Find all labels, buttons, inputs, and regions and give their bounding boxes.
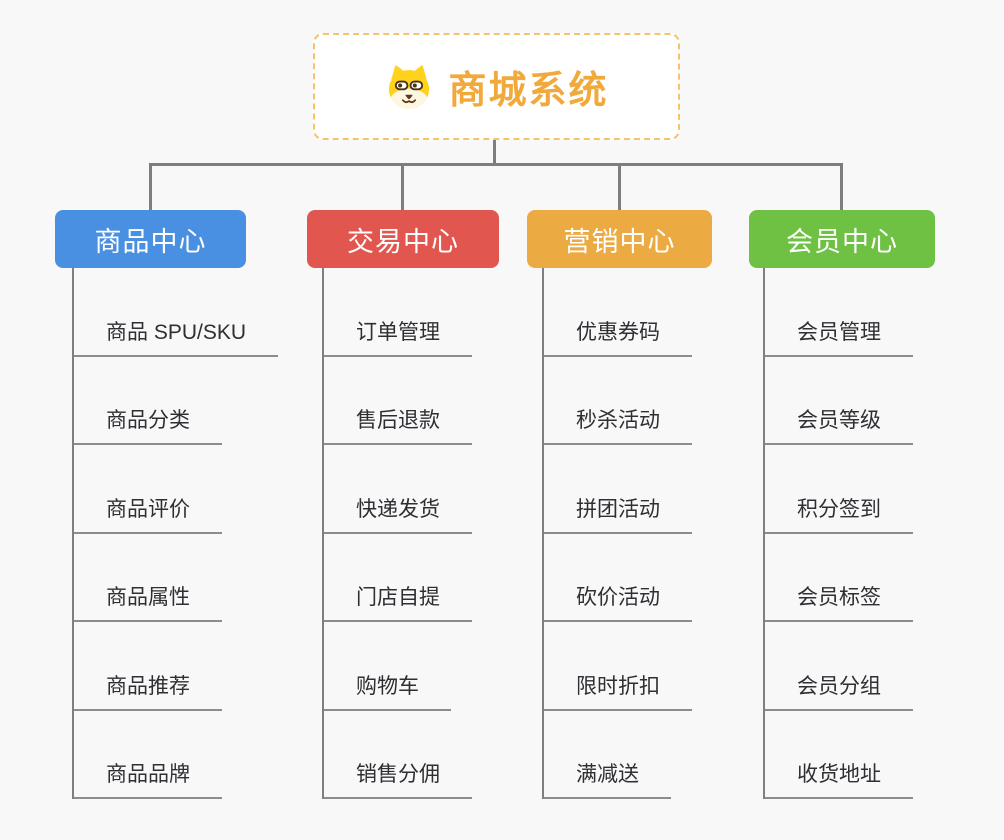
child-row: 砍价活动 xyxy=(544,534,692,622)
child-row: 销售分佣 xyxy=(324,711,472,799)
child-row: 会员等级 xyxy=(765,357,913,445)
branch-children-marketing: 优惠券码 秒杀活动 拼团活动 砍价活动 限时折扣 满减送 xyxy=(542,268,692,799)
child-node[interactable]: 订单管理 xyxy=(324,316,472,357)
child-row: 会员标签 xyxy=(765,534,913,622)
branch-children-product: 商品 SPU/SKU 商品分类 商品评价 商品属性 商品推荐 商品品牌 xyxy=(72,268,279,799)
connector-rail xyxy=(149,163,843,166)
child-row: 商品推荐 xyxy=(74,622,278,711)
connector-drop-marketing xyxy=(618,163,621,210)
child-row: 售后退款 xyxy=(324,357,472,445)
connector-drop-product xyxy=(149,163,152,210)
child-node[interactable]: 会员等级 xyxy=(765,404,913,445)
child-node[interactable]: 商品属性 xyxy=(74,581,222,622)
child-row: 快递发货 xyxy=(324,445,472,534)
child-row: 购物车 xyxy=(324,622,472,711)
root-node[interactable]: 商城系统 xyxy=(313,33,680,140)
child-node[interactable]: 会员分组 xyxy=(765,670,913,711)
branch-children-member: 会员管理 会员等级 积分签到 会员标签 会员分组 收货地址 xyxy=(763,268,913,799)
branch-box-member-center[interactable]: 会员中心 xyxy=(749,210,935,268)
child-node[interactable]: 秒杀活动 xyxy=(544,404,692,445)
child-row: 会员管理 xyxy=(765,268,913,357)
child-row: 商品分类 xyxy=(74,357,278,445)
child-node[interactable]: 拼团活动 xyxy=(544,493,692,534)
child-node[interactable]: 门店自提 xyxy=(324,581,472,622)
dog-face-icon xyxy=(384,63,434,111)
child-node[interactable]: 会员管理 xyxy=(765,316,913,357)
connector-drop-member xyxy=(840,163,843,210)
child-row: 商品 SPU/SKU xyxy=(74,268,279,357)
child-row: 会员分组 xyxy=(765,622,913,711)
child-node[interactable]: 商品评价 xyxy=(74,493,222,534)
child-row: 门店自提 xyxy=(324,534,472,622)
child-node[interactable]: 会员标签 xyxy=(765,581,913,622)
child-node[interactable]: 商品分类 xyxy=(74,404,222,445)
child-node[interactable]: 限时折扣 xyxy=(544,670,692,711)
child-node[interactable]: 优惠券码 xyxy=(544,316,692,357)
branch-box-product-center[interactable]: 商品中心 xyxy=(55,210,246,268)
connector-root-stem xyxy=(493,140,496,163)
child-node[interactable]: 销售分佣 xyxy=(324,758,472,799)
child-node[interactable]: 售后退款 xyxy=(324,404,472,445)
child-node[interactable]: 商品品牌 xyxy=(74,758,222,799)
child-node[interactable]: 快递发货 xyxy=(324,493,472,534)
child-row: 满减送 xyxy=(544,711,692,799)
child-row: 商品评价 xyxy=(74,445,278,534)
child-node[interactable]: 砍价活动 xyxy=(544,581,692,622)
branch-box-trade-center[interactable]: 交易中心 xyxy=(307,210,499,268)
root-title: 商城系统 xyxy=(448,70,609,112)
child-node[interactable]: 商品 SPU/SKU xyxy=(74,316,279,357)
child-node[interactable]: 满减送 xyxy=(544,758,671,799)
connector-drop-trade xyxy=(401,163,404,210)
child-row: 限时折扣 xyxy=(544,622,692,711)
branch-box-marketing-center[interactable]: 营销中心 xyxy=(527,210,712,268)
child-node[interactable]: 收货地址 xyxy=(765,758,913,799)
child-row: 商品属性 xyxy=(74,534,278,622)
child-row: 收货地址 xyxy=(765,711,913,799)
child-row: 秒杀活动 xyxy=(544,357,692,445)
child-row: 订单管理 xyxy=(324,268,472,357)
branch-children-trade: 订单管理 售后退款 快递发货 门店自提 购物车 销售分佣 xyxy=(322,268,472,799)
child-node[interactable]: 积分签到 xyxy=(765,493,913,534)
child-row: 商品品牌 xyxy=(74,711,278,799)
child-row: 拼团活动 xyxy=(544,445,692,534)
child-row: 优惠券码 xyxy=(544,268,692,357)
child-row: 积分签到 xyxy=(765,445,913,534)
child-node[interactable]: 商品推荐 xyxy=(74,670,222,711)
child-node[interactable]: 购物车 xyxy=(324,670,451,711)
